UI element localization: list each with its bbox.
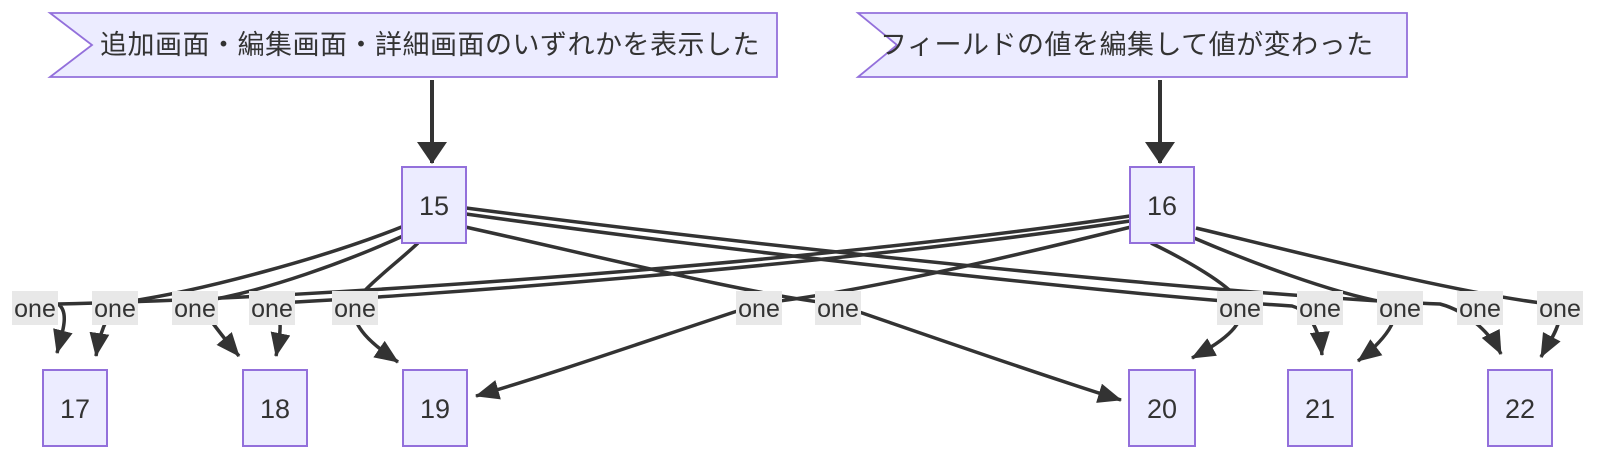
node-18: 18 <box>242 369 308 447</box>
node-15-rect <box>401 166 467 244</box>
edge-label: one <box>736 291 782 325</box>
node-21-label: 21 <box>1305 394 1335 424</box>
edge-label: one <box>332 291 378 325</box>
banner-right-shape <box>855 12 1408 78</box>
node-19: 19 <box>402 369 468 447</box>
node-15-label: 15 <box>419 191 449 221</box>
edge-label-bg <box>736 291 782 325</box>
edge-label-bg <box>1217 291 1263 325</box>
node-17-label: 17 <box>60 394 90 424</box>
edge-label-text: one <box>1539 295 1581 323</box>
edge-label-bg <box>172 291 218 325</box>
edge-label-text: one <box>94 295 136 323</box>
edge-label-text: one <box>1219 295 1261 323</box>
edge-label: one <box>172 291 218 325</box>
node-17-rect <box>42 369 108 447</box>
edge-label-text: one <box>251 295 293 323</box>
edge-label-text: one <box>738 295 780 323</box>
edge-16-17 <box>52 214 1131 354</box>
edge-label-bg <box>1457 291 1503 325</box>
node-17: 17 <box>42 369 108 447</box>
node-21-rect <box>1287 369 1353 447</box>
banner-right-label: フィールドの値を編集して値が変わった <box>880 30 1374 60</box>
edge-label-text: one <box>174 295 216 323</box>
edge-label-text: one <box>334 295 376 323</box>
edge-label: one <box>12 291 58 325</box>
edge-label: one <box>1377 291 1423 325</box>
node-15: 15 <box>401 166 467 244</box>
edge-label: one <box>1297 291 1343 325</box>
edge-label: one <box>1457 291 1503 325</box>
edge-label-text: one <box>1299 295 1341 323</box>
node-16-label: 16 <box>1147 191 1177 221</box>
edge-label-bg <box>12 291 58 325</box>
node-21: 21 <box>1287 369 1353 447</box>
banner-node-left: 追加画面・編集画面・詳細画面のいずれかを表示した <box>47 12 778 78</box>
edge-label: one <box>92 291 138 325</box>
edge-label-text: one <box>1379 295 1421 323</box>
node-18-label: 18 <box>260 394 290 424</box>
node-18-rect <box>242 369 308 447</box>
edge-label-bg <box>332 291 378 325</box>
banner-node-right: フィールドの値を編集して値が変わった <box>855 12 1408 78</box>
edge-label: one <box>249 291 295 325</box>
node-22-label: 22 <box>1505 394 1535 424</box>
node-22-rect <box>1487 369 1553 447</box>
edge-label: one <box>815 291 861 325</box>
edge-label-text: one <box>14 295 56 323</box>
node-16: 16 <box>1129 166 1195 244</box>
node-20: 20 <box>1128 369 1196 447</box>
node-16-rect <box>1129 166 1195 244</box>
node-19-rect <box>402 369 468 447</box>
edge-label: one <box>1537 291 1583 325</box>
edge-label-bg <box>249 291 295 325</box>
edge-15-22 <box>465 206 1503 355</box>
edge-label-bg <box>1297 291 1343 325</box>
edge-label: one <box>1217 291 1263 325</box>
banner-left-shape <box>47 12 778 78</box>
node-22: 22 <box>1487 369 1553 447</box>
node-20-label: 20 <box>1147 394 1177 424</box>
node-19-label: 19 <box>420 394 450 424</box>
edge-label-bg <box>1537 291 1583 325</box>
edge-label-text: one <box>817 295 859 323</box>
edge-label-text: one <box>1459 295 1501 323</box>
edge-label-bg <box>1377 291 1423 325</box>
edge-label-bg <box>815 291 861 325</box>
edge-label-bg <box>92 291 138 325</box>
node-20-rect <box>1128 369 1196 447</box>
edge-15-18 <box>195 234 404 358</box>
banner-left-label: 追加画面・編集画面・詳細画面のいずれかを表示した <box>100 30 760 60</box>
